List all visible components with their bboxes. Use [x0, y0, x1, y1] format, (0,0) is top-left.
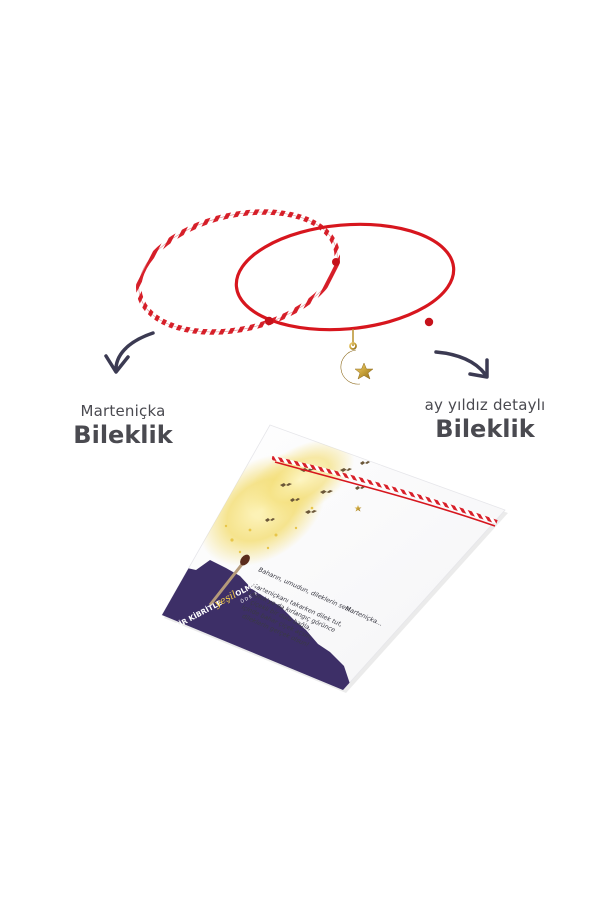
birds-illustration	[265, 461, 370, 522]
red-cord-bracelet	[234, 222, 456, 385]
gift-card: Baharın, umudun, dileklerin sesi... Mart…	[161, 424, 508, 693]
martenicka-bracelet	[136, 209, 340, 335]
martenicka-label: Marteniçka Bileklik	[58, 402, 188, 449]
crescent-star-charm-icon	[340, 329, 374, 385]
card-charm-icon	[346, 500, 362, 515]
crescent-star-label-main: Bileklik	[435, 415, 535, 443]
martenicka-label-main: Bileklik	[73, 421, 173, 449]
cord-knot	[264, 316, 274, 326]
cord-knot	[424, 317, 434, 327]
crescent-star-label: ay yıldız detaylı Bileklik	[410, 396, 560, 443]
crescent-star-label-top: ay yıldız detaylı	[424, 396, 546, 414]
right-arrow-icon	[434, 350, 489, 379]
martenicka-label-top: Marteniçka	[80, 402, 166, 420]
left-arrow-icon	[104, 331, 155, 374]
cord-knot	[332, 258, 340, 266]
